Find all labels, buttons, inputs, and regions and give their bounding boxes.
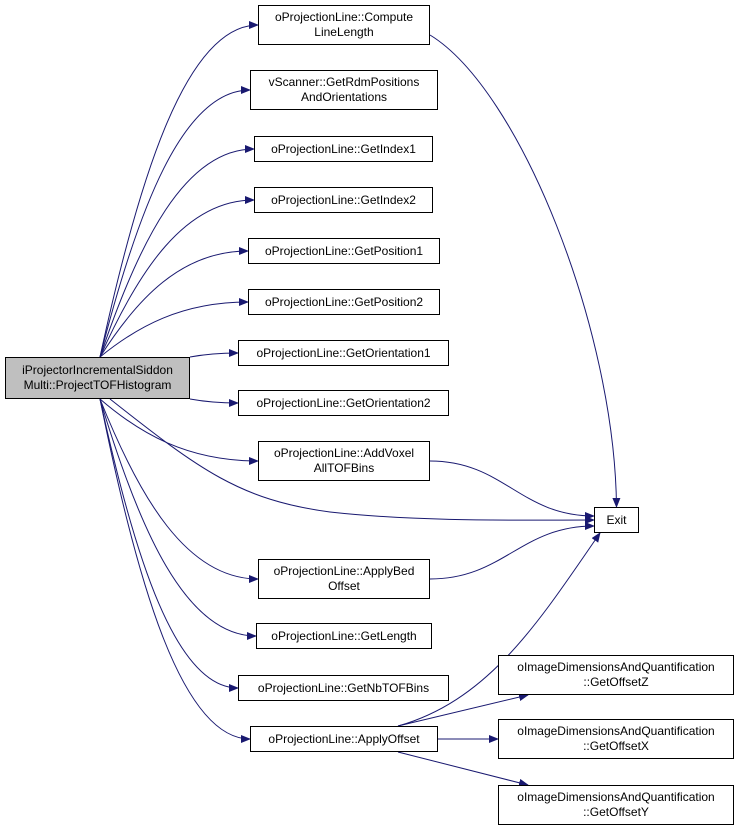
node-get-length[interactable]: oProjectionLine::GetLength	[256, 623, 432, 649]
node-apply-bed-offset-label-line1: oProjectionLine::ApplyBed	[273, 564, 415, 578]
node-get-offset-x[interactable]: oImageDimensionsAndQuantification ::GetO…	[498, 719, 734, 759]
node-get-offset-y-label-line2: ::GetOffsetY	[583, 805, 649, 819]
node-get-position2-label: oProjectionLine::GetPosition2	[264, 294, 424, 309]
root-function-label-line2: Multi::ProjectTOFHistogram	[23, 378, 172, 392]
edge-apply-offset-to-get-offset-z	[397, 693, 529, 727]
node-compute-line-length[interactable]: oProjectionLine::Compute LineLength	[258, 5, 430, 45]
node-get-length-label: oProjectionLine::GetLength	[271, 628, 417, 643]
edge-root-to-apply-bed-offset	[99, 398, 259, 583]
node-apply-bed-offset-label-line2: Offset	[328, 579, 360, 593]
node-add-voxel-all-tof-bins[interactable]: oProjectionLine::AddVoxel AllTOFBins	[258, 441, 430, 481]
edge-compute-line-length-to-exit	[429, 34, 621, 508]
node-get-rdm-positions-label-line2: AndOrientations	[300, 90, 388, 104]
node-get-orientation2[interactable]: oProjectionLine::GetOrientation2	[238, 390, 449, 416]
node-exit-label: Exit	[606, 512, 627, 527]
node-get-rdm-positions[interactable]: vScanner::GetRdmPositions AndOrientation…	[250, 70, 438, 110]
node-get-offset-z-label-line2: ::GetOffsetZ	[583, 675, 649, 689]
node-get-offset-z-label-line1: oImageDimensionsAndQuantification	[517, 660, 715, 674]
node-get-orientation1[interactable]: oProjectionLine::GetOrientation1	[238, 340, 449, 366]
node-get-offset-y-label-line1: oImageDimensionsAndQuantification	[517, 790, 715, 804]
edge-add-voxel-all-tof-bins-to-exit	[429, 460, 595, 520]
node-apply-bed-offset[interactable]: oProjectionLine::ApplyBed Offset	[258, 559, 430, 599]
edge-apply-offset-to-exit	[397, 532, 601, 727]
edge-root-to-apply-offset	[99, 398, 251, 743]
node-get-offset-z[interactable]: oImageDimensionsAndQuantification ::GetO…	[498, 655, 734, 695]
node-get-position2[interactable]: oProjectionLine::GetPosition2	[248, 289, 440, 315]
node-add-voxel-all-tof-bins-label-line2: AllTOFBins	[313, 461, 375, 475]
node-exit[interactable]: Exit	[594, 507, 639, 533]
edge-root-to-get-orientation2	[189, 398, 239, 407]
edge-root-to-get-index1	[99, 145, 255, 358]
edge-apply-offset-to-get-offset-y	[397, 751, 529, 787]
node-get-nb-tof-bins-label: oProjectionLine::GetNbTOFBins	[257, 680, 430, 695]
node-get-offset-x-label-line2: ::GetOffsetX	[583, 739, 649, 753]
node-get-position1-label: oProjectionLine::GetPosition1	[264, 243, 424, 258]
node-get-index2[interactable]: oProjectionLine::GetIndex2	[254, 187, 433, 213]
node-get-offset-x-label-line1: oImageDimensionsAndQuantification	[517, 724, 715, 738]
edge-apply-bed-offset-to-exit	[429, 522, 595, 580]
node-compute-line-length-label-line2: LineLength	[314, 25, 374, 39]
node-get-nb-tof-bins[interactable]: oProjectionLine::GetNbTOFBins	[238, 675, 449, 701]
node-add-voxel-all-tof-bins-label-line1: oProjectionLine::AddVoxel	[273, 446, 415, 460]
edge-root-to-get-index2	[99, 196, 255, 358]
node-apply-offset[interactable]: oProjectionLine::ApplyOffset	[250, 726, 438, 752]
node-get-orientation2-label: oProjectionLine::GetOrientation2	[256, 395, 431, 410]
node-get-index2-label: oProjectionLine::GetIndex2	[271, 192, 416, 207]
node-apply-offset-label: oProjectionLine::ApplyOffset	[268, 731, 420, 746]
root-function-label-line1: iProjectorIncrementalSiddon	[22, 363, 173, 377]
node-get-position1[interactable]: oProjectionLine::GetPosition1	[248, 238, 440, 264]
edge-root-to-get-nb-tof-bins	[99, 398, 239, 692]
node-get-index1-label: oProjectionLine::GetIndex1	[271, 141, 416, 156]
node-get-index1[interactable]: oProjectionLine::GetIndex1	[254, 136, 433, 162]
edge-root-to-get-length	[99, 398, 257, 640]
edge-root-to-get-orientation1	[189, 349, 239, 358]
root-function-node: iProjectorIncrementalSiddon Multi::Proje…	[5, 357, 190, 399]
node-get-orientation1-label: oProjectionLine::GetOrientation1	[256, 345, 431, 360]
edge-root-to-get-rdm-positions	[99, 86, 251, 358]
node-get-rdm-positions-label-line1: vScanner::GetRdmPositions	[268, 75, 420, 89]
edge-root-to-get-position2	[99, 298, 249, 358]
edge-root-to-compute-line-length	[99, 21, 259, 358]
node-get-offset-y[interactable]: oImageDimensionsAndQuantification ::GetO…	[498, 785, 734, 825]
edge-root-to-exit	[109, 398, 595, 525]
node-compute-line-length-label-line1: oProjectionLine::Compute	[274, 10, 414, 24]
edge-root-to-get-position1	[99, 247, 249, 358]
